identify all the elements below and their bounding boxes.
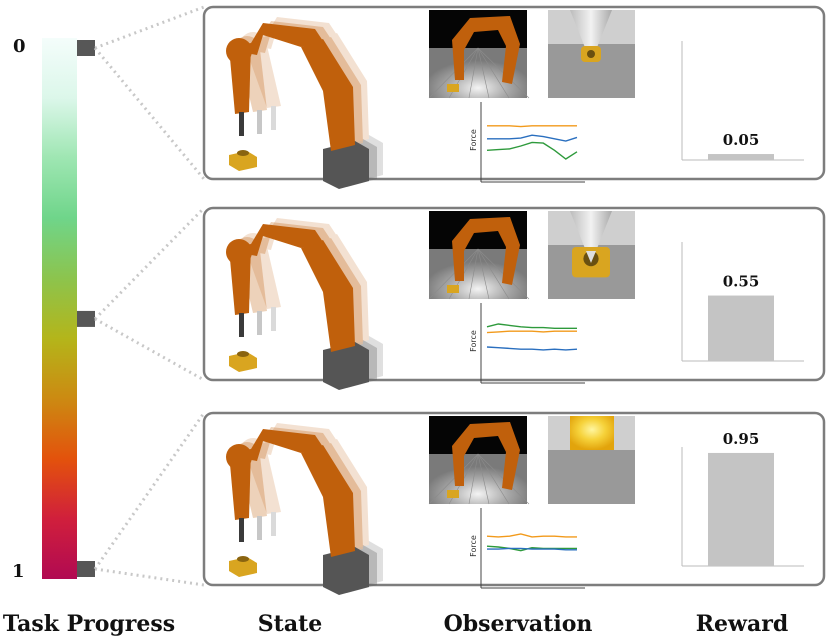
reward-bar — [708, 154, 774, 160]
observation: Force — [428, 211, 635, 384]
force-line-3 — [486, 141, 578, 160]
reward-chart: 0.55 — [681, 242, 804, 362]
force-line-2 — [486, 545, 577, 552]
reward-value-label: 0.95 — [723, 430, 760, 448]
progress-marker-1 — [77, 40, 95, 56]
task-progress-bar: 0 1 — [12, 5, 206, 587]
reward-value-label: 0.05 — [723, 131, 760, 149]
reward-chart: 0.95 — [681, 430, 804, 567]
reward-bar — [708, 295, 774, 361]
reward-chart: 0.05 — [681, 41, 804, 161]
force-plot: Force — [469, 102, 585, 183]
force-line-3 — [486, 346, 578, 351]
progress-marker-3 — [77, 561, 95, 577]
force-axis-label: Force — [469, 129, 478, 151]
column-label-state: State — [258, 611, 322, 637]
robot-arm — [226, 429, 369, 595]
connector-top-3 — [93, 412, 206, 570]
force-line-2 — [487, 134, 578, 142]
progress-gradient-bar — [42, 38, 77, 579]
progress-markers — [77, 40, 95, 577]
camera-view-wrist — [548, 211, 635, 299]
camera-view-scene — [428, 416, 530, 505]
progress-marker-2 — [77, 310, 95, 327]
peg-target — [229, 556, 257, 577]
force-line-2 — [486, 330, 577, 334]
column-label-reward: Reward — [696, 611, 788, 637]
connector-bottom-2 — [94, 317, 205, 382]
camera-view-wrist — [548, 10, 635, 98]
camera-view-scene — [428, 10, 530, 99]
observation: Force — [428, 10, 635, 183]
force-line-1 — [486, 533, 577, 538]
reward-bar — [708, 452, 774, 566]
panel-3: Force 0.95 — [202, 411, 826, 595]
force-line-1 — [487, 125, 577, 128]
connector-bottom-1 — [93, 47, 206, 180]
camera-view-wrist — [548, 416, 635, 504]
robot-arm — [226, 23, 369, 189]
robot-arm — [226, 224, 369, 390]
observation: Force — [428, 416, 635, 589]
force-plot: Force — [469, 508, 585, 589]
panel-1: Force 0.05 — [202, 5, 826, 189]
connector-top-2 — [93, 206, 206, 320]
progress-bottom-label: 1 — [12, 561, 25, 582]
progress-connectors — [93, 5, 206, 587]
peg-target — [229, 150, 257, 171]
state-render — [226, 218, 383, 390]
panel-2: Force 0.55 — [202, 206, 826, 390]
column-label-observation: Observation — [444, 611, 593, 637]
state-render — [226, 423, 383, 595]
force-line-1 — [486, 323, 577, 329]
force-axis-label: Force — [469, 330, 478, 352]
connector-top-1 — [94, 5, 205, 50]
state-render — [226, 17, 383, 189]
reward-value-label: 0.55 — [723, 273, 760, 291]
camera-view-scene — [428, 211, 530, 300]
force-plot: Force — [469, 303, 585, 384]
peg-target — [229, 351, 257, 372]
force-axis-label: Force — [469, 535, 478, 557]
column-label-task-progress: Task Progress — [3, 611, 175, 637]
progress-top-label: 0 — [13, 36, 26, 57]
connector-bottom-3 — [94, 567, 205, 587]
force-line-3 — [487, 547, 577, 551]
